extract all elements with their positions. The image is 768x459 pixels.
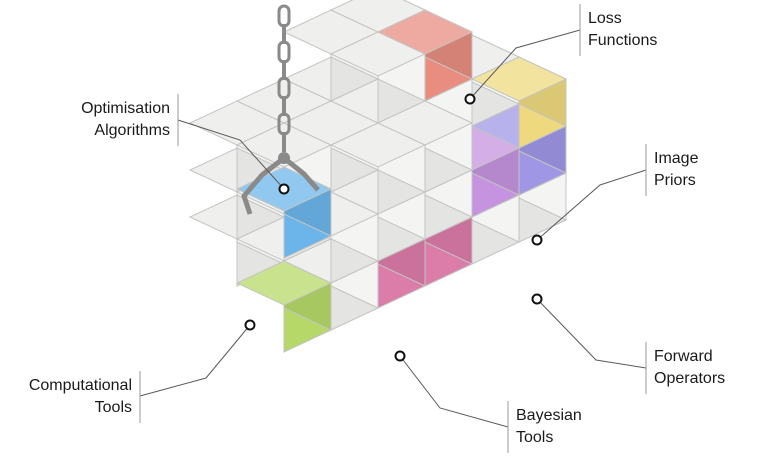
- circle-marker-icon: [531, 234, 543, 246]
- cube-face-top: [376, 9, 474, 55]
- circle-marker-icon: [278, 183, 290, 195]
- chain-link: [277, 40, 291, 64]
- leader-lines: [139, 4, 647, 453]
- label-loss-line1: Loss: [588, 10, 622, 27]
- chain-icon: [277, 4, 291, 152]
- label-optimisation-line2: Algorithms: [94, 122, 170, 139]
- leader-line-image: [536, 169, 647, 241]
- label-forward-line1: Forward: [654, 348, 713, 365]
- chain-link: [277, 4, 291, 28]
- cube-face-top: [376, 100, 474, 146]
- label-loss-line2: Functions: [588, 32, 658, 49]
- label-optimisation-line1: Optimisation: [81, 100, 170, 117]
- leader-line-optimisation: [177, 119, 285, 190]
- cube-face-top: [470, 56, 568, 102]
- label-bayesian-tools: Bayesian Tools: [516, 405, 582, 449]
- label-forward-line2: Operators: [654, 370, 726, 387]
- circle-marker-icon: [244, 319, 256, 331]
- circle-marker-icon: [531, 293, 543, 305]
- cube-purple: [423, 125, 521, 218]
- cube-stack: [188, 0, 568, 353]
- label-computational-tools: Computational Tools: [6, 375, 132, 419]
- label-image-priors: Image Priors: [654, 148, 698, 192]
- claw-arm-right: [282, 156, 320, 192]
- leader-line-computational: [139, 324, 251, 397]
- circle-marker-icon: [464, 93, 476, 105]
- label-bayesian-line1: Bayesian: [516, 407, 582, 424]
- crane-claw-icon: [241, 152, 320, 215]
- leader-line-forward: [536, 298, 647, 369]
- label-optimisation-algorithms: Optimisation Algorithms: [52, 98, 170, 142]
- label-forward-operators: Forward Operators: [654, 346, 725, 390]
- label-loss-functions: Loss Functions: [588, 8, 657, 52]
- leader-line-bayesian: [399, 355, 509, 428]
- label-image-line2: Priors: [654, 172, 696, 189]
- cube-loss: [376, 9, 474, 102]
- label-image-line1: Image: [654, 150, 699, 167]
- cube-computational: [235, 260, 333, 353]
- leader-line-loss: [469, 29, 581, 100]
- label-bayesian-line2: Tools: [516, 429, 554, 446]
- marker-dots: [244, 93, 543, 362]
- claw-arm-left: [241, 156, 286, 215]
- cube-grey: [376, 100, 474, 193]
- cube-image: [470, 56, 568, 149]
- label-computational-line1: Computational: [28, 377, 132, 394]
- circle-marker-icon: [394, 350, 406, 362]
- label-computational-line2: Tools: [94, 399, 132, 416]
